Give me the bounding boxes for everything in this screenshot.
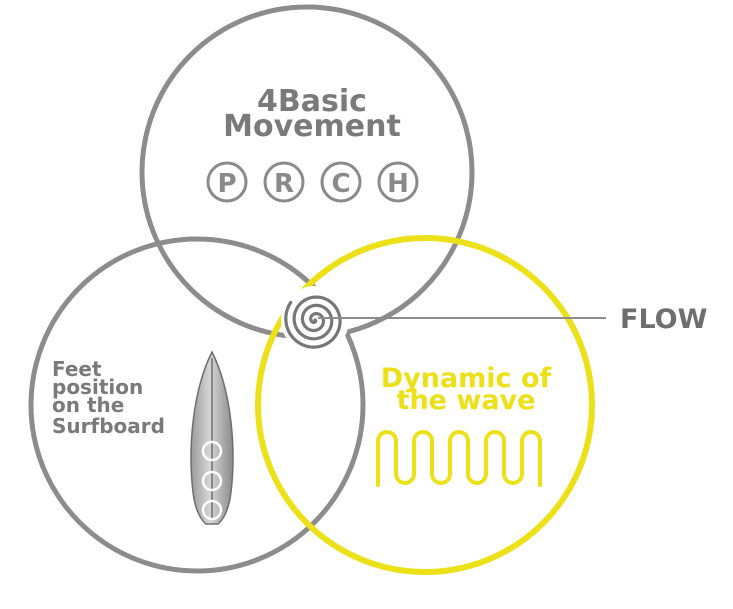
badge-r-label: R bbox=[274, 169, 294, 199]
right-line1: Dynamic of bbox=[381, 363, 552, 394]
badge-p-label: P bbox=[217, 169, 236, 199]
right-circle bbox=[255, 235, 595, 575]
badge-h: H bbox=[377, 161, 419, 203]
left-circle bbox=[28, 236, 366, 574]
wave-icon bbox=[376, 430, 542, 487]
badge-r: R bbox=[263, 161, 305, 203]
badge-h-label: H bbox=[387, 169, 409, 199]
badge-c-label: C bbox=[331, 169, 350, 199]
badge-p: P bbox=[206, 161, 248, 203]
spiral-icon bbox=[281, 286, 349, 354]
right-line2: the wave bbox=[397, 385, 536, 416]
left-line2: position bbox=[52, 375, 143, 399]
left-line1: Feet bbox=[52, 357, 102, 381]
flow-label: FLOW bbox=[620, 304, 707, 335]
surfboard-icon bbox=[190, 350, 234, 525]
left-line4: Surfboard bbox=[52, 414, 165, 438]
top-title-line1: 4Basic bbox=[257, 84, 367, 119]
badge-c: C bbox=[320, 161, 362, 203]
left-line3: on the bbox=[52, 393, 124, 417]
top-title-line2: Movement bbox=[223, 109, 401, 144]
